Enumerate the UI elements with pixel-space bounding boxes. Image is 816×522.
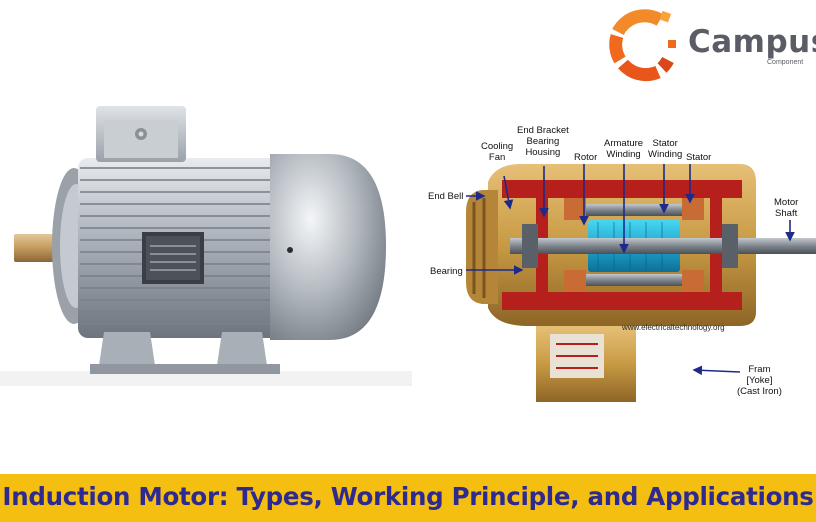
label-armature-winding: Armature Winding	[604, 138, 644, 160]
label-stator-winding: Stator Winding	[648, 138, 683, 160]
induction-motor-cutaway-diagram: www.electricaltechnology.org	[466, 163, 816, 402]
label-stator: Stator	[686, 152, 712, 163]
campus-logo-ring-icon	[609, 9, 676, 82]
induction-motor-photo	[0, 96, 412, 386]
footer-title-band: Induction Motor: Types, Working Principl…	[0, 474, 816, 522]
label-end-bracket-bearing-housing: End Bracket Bearing Housing	[517, 125, 569, 158]
diagram-watermark: www.electricaltechnology.org	[621, 323, 725, 332]
brand-name: Campus	[688, 24, 816, 60]
label-bearing: Bearing	[430, 266, 463, 277]
campus-component-logo: Campus Component	[604, 4, 816, 84]
label-end-bell: End Bell	[428, 191, 464, 202]
page-title: Induction Motor: Types, Working Principl…	[2, 482, 814, 511]
label-frame-yoke: Fram [Yoke] (Cast Iron)	[737, 364, 782, 397]
brand-tagline: Component	[767, 59, 804, 66]
label-rotor: Rotor	[574, 152, 598, 163]
label-cooling-fan: Cooling Fan	[481, 141, 514, 163]
label-motor-shaft: Motor Shaft	[774, 197, 799, 219]
